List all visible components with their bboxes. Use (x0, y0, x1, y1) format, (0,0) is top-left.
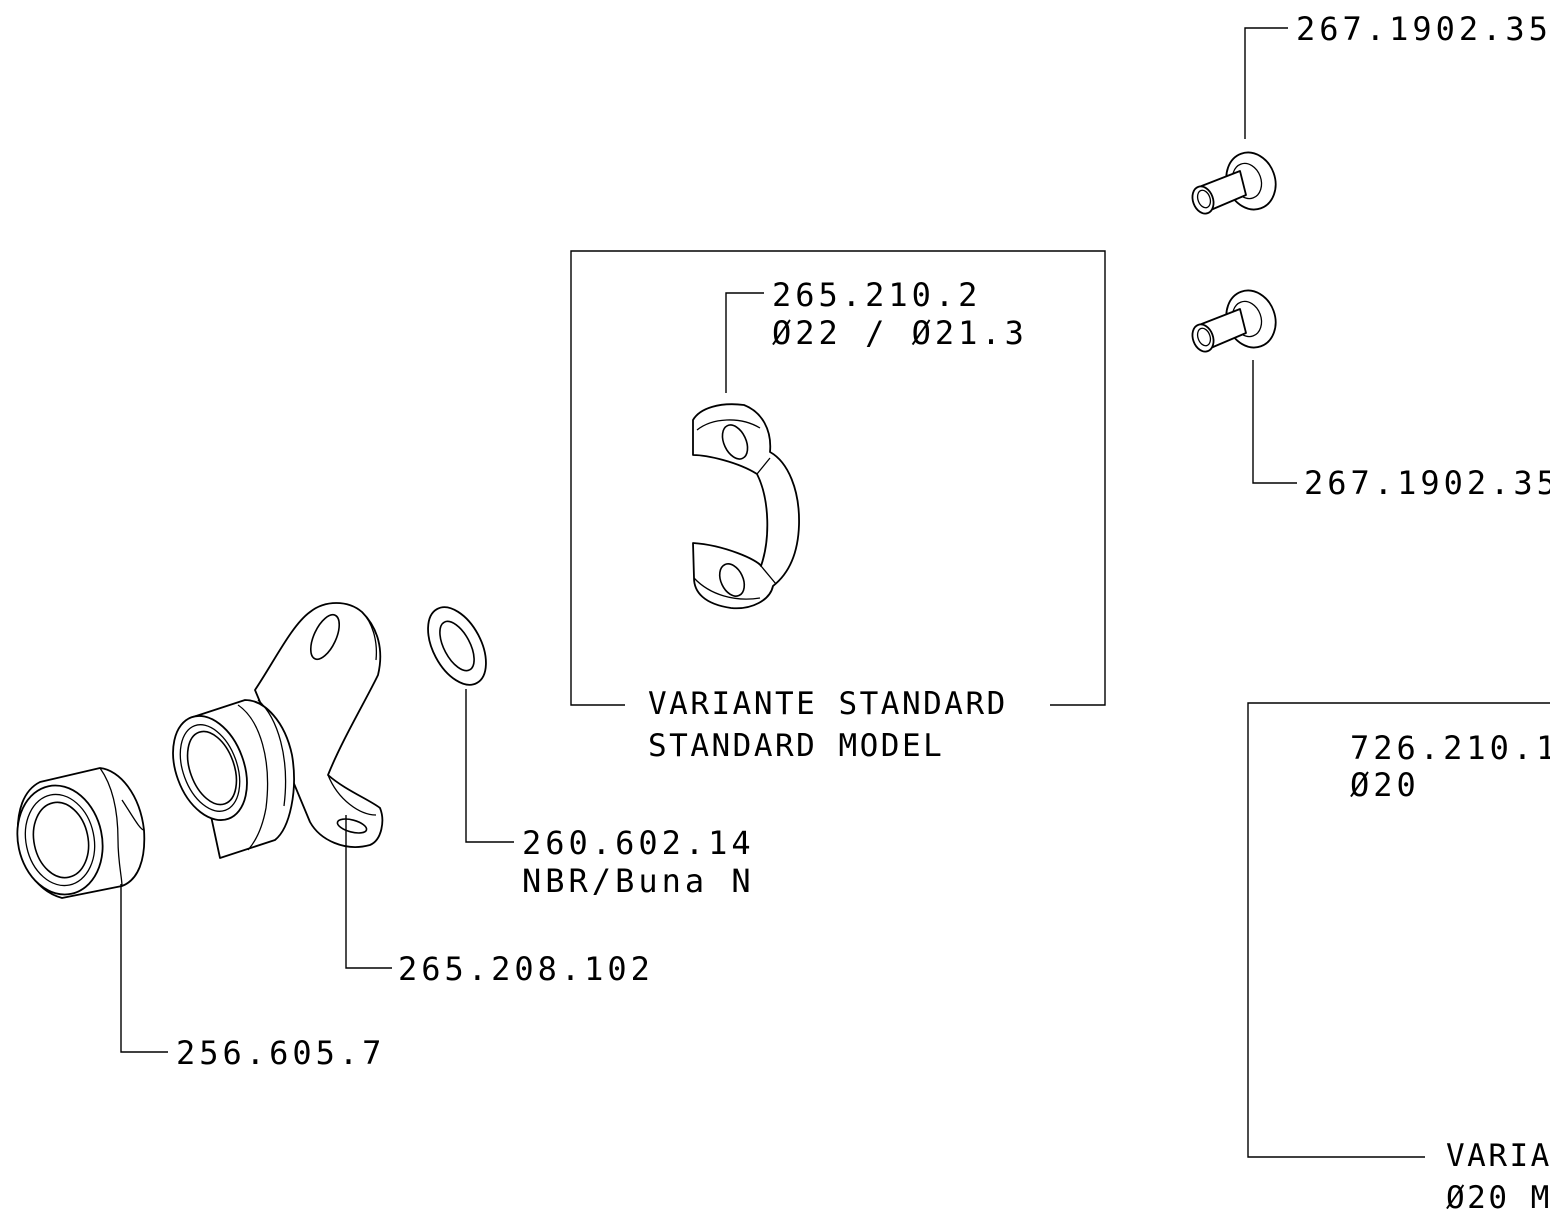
variant-strap-size: Ø20 (1350, 766, 1420, 804)
nut: 256.605.7 (16, 767, 385, 1072)
nut-part-number: 256.605.7 (176, 1034, 385, 1072)
variant-frame-label-2: Ø20 M (1446, 1180, 1550, 1214)
variant-strap-part-number: 726.210.1 (1350, 729, 1550, 767)
variant-frame-label-1: VARIA (1446, 1138, 1550, 1174)
strap-standard: 265.210.2 Ø22 / Ø21.3 (692, 276, 1028, 610)
standard-model-frame: VARIANTE STANDARD STANDARD MODEL (570, 250, 1106, 764)
yoke: 265.208.102 (172, 602, 654, 988)
bolt-bottom-part-number: 267.1902.35 (1304, 464, 1550, 502)
standard-frame-label-1: VARIANTE STANDARD (648, 686, 1008, 722)
strap-size: Ø22 / Ø21.3 (772, 314, 1028, 352)
strap-part-number: 265.210.2 (772, 276, 981, 314)
washer-part-number: 260.602.14 (522, 824, 755, 862)
standard-frame-label-2: STANDARD MODEL (648, 728, 944, 764)
bolt-bottom: 267.1902.35 (1191, 289, 1550, 502)
washer-material: NBR/Buna N (522, 862, 755, 900)
yoke-part-number: 265.208.102 (398, 950, 654, 988)
washer: 260.602.14 NBR/Buna N (427, 606, 755, 900)
bolt-top: 267.1902.35 (1191, 10, 1550, 215)
bolt-top-part-number: 267.1902.35 (1296, 10, 1550, 48)
variant-model-frame: VARIA Ø20 M 726.210.1 Ø20 (1247, 702, 1550, 1214)
